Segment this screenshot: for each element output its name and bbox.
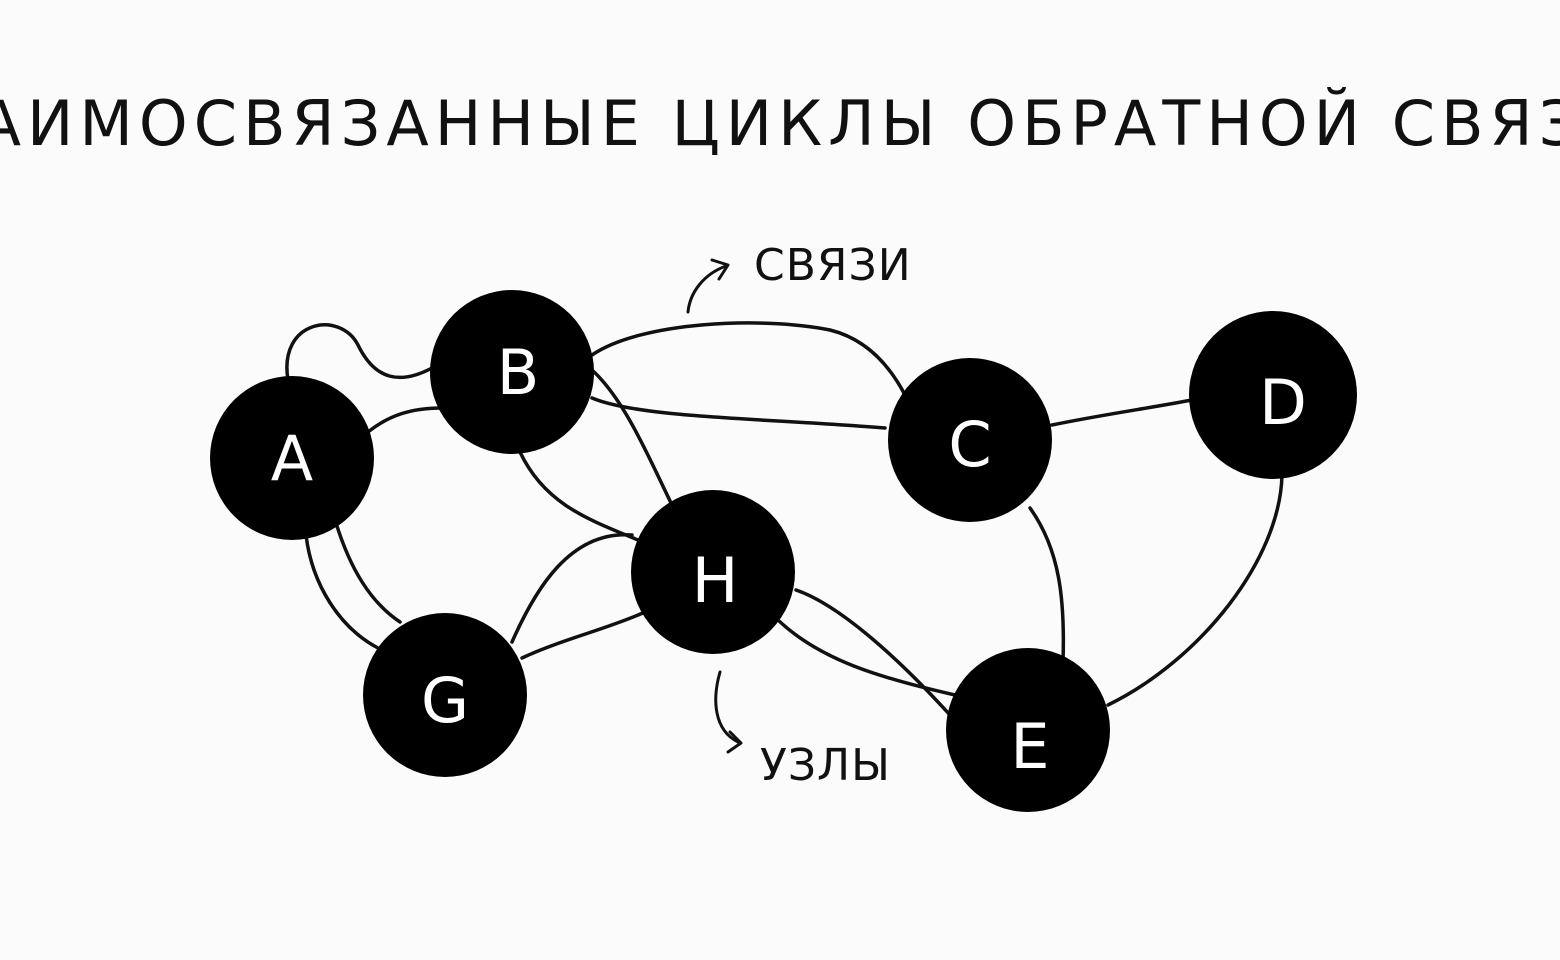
node-d[interactable]: D [1189,311,1357,479]
edge-b-c [590,396,887,430]
edges-group [285,321,1284,717]
edge-a-b-loop [285,323,434,382]
edge-h-e-lower [776,618,957,697]
nodes-arrow-icon [714,670,740,744]
links-annotation: СВЯЗИ [686,240,912,314]
nodes-group: A B C D E G H [210,290,1357,812]
edge-b-h-right [590,368,674,507]
edge-b-c-arc [590,321,907,397]
node-a[interactable]: A [210,376,374,540]
node-d-label: D [1259,366,1307,439]
node-b[interactable]: B [430,290,594,454]
edge-h-e-upper [794,588,952,717]
edge-b-h-left [518,450,640,542]
node-e-label: E [1010,710,1049,783]
edge-a-g-inner [334,521,402,624]
node-g-label: G [421,664,469,737]
node-h-label: H [692,544,739,617]
node-g[interactable]: G [363,613,527,777]
edge-a-g-outer [304,533,380,650]
edge-g-h-upper [510,533,634,644]
edge-d-e [1106,473,1284,707]
diagram-title: ВЗАИМОСВЯЗАННЫЕ ЦИКЛЫ ОБРАТНОЙ СВЯЗИ? [0,87,1560,160]
links-label: СВЯЗИ [754,240,912,291]
node-a-label: A [271,422,313,495]
node-e[interactable]: E [946,648,1110,812]
links-arrow-icon [686,264,728,314]
nodes-label: УЗЛЫ [760,740,891,791]
node-c[interactable]: C [888,358,1052,522]
node-b-label: B [497,336,540,409]
edge-g-h-lower [520,610,647,660]
edge-c-d [1050,398,1194,427]
links-arrowhead-icon [710,258,730,281]
nodes-arrowhead-icon [726,730,743,754]
edge-c-e [1028,506,1066,664]
node-c-label: C [948,408,991,481]
nodes-annotation: УЗЛЫ [714,670,891,791]
node-h[interactable]: H [631,490,795,654]
edge-a-b [366,406,444,434]
